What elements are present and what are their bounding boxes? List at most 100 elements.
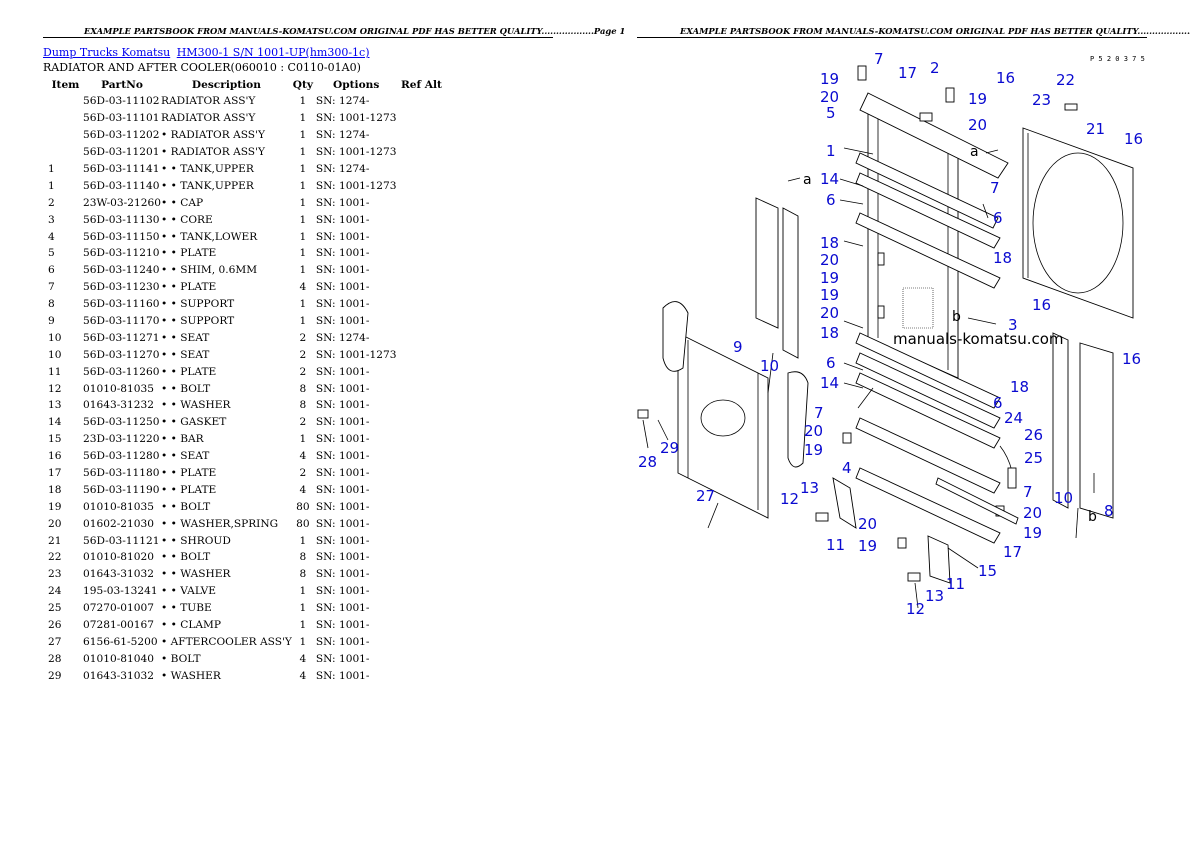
callout-number: 17 [898, 64, 917, 82]
cell-ref-alt [396, 532, 446, 549]
cell-qty: 1 [299, 534, 307, 547]
cell-partno: 56D-03-11202 [83, 129, 160, 142]
cell-qty: 1 [299, 264, 307, 277]
page2-header: EXAMPLE PARTSBOOK FROM MANUALS-KOMATSU.C… [680, 26, 1190, 36]
callout-number: 19 [1023, 524, 1042, 542]
breadcrumb-link-dump-trucks[interactable]: Dump Trucks Komatsu [43, 46, 171, 59]
cell-item: 4 [48, 230, 55, 243]
cell-description: • • SUPPORT [161, 315, 235, 328]
cell-partno: 23D-03-11220 [83, 433, 160, 446]
col-header-ref-alt: Ref Alt [401, 79, 442, 91]
cell-ref-alt [396, 667, 446, 684]
callout-number: 18 [993, 249, 1012, 267]
page1-header: EXAMPLE PARTSBOOK FROM MANUALS-KOMATSU.C… [84, 26, 626, 36]
parts-table-header: Item PartNo Description Qty Options Ref … [43, 77, 446, 93]
callout-number: 8 [1104, 502, 1114, 520]
col-header-partno: PartNo [101, 79, 143, 91]
cell-qty: 1 [299, 247, 307, 260]
cell-partno: 01010-81020 [83, 551, 154, 564]
cell-description: • • PLATE [161, 467, 217, 480]
cell-options: SN: 1001- [315, 635, 370, 648]
cell-qty: 80 [296, 517, 310, 530]
callout-number: 21 [1086, 120, 1105, 138]
cell-ref-alt [396, 346, 446, 363]
callout-number: 16 [996, 69, 1015, 87]
callout-number: 14 [820, 170, 839, 188]
cell-partno: 01010-81035 [83, 382, 154, 395]
cell-options: SN: 1001- [315, 281, 370, 294]
cell-options: SN: 1274- [315, 331, 370, 344]
callout-number: 19 [968, 90, 987, 108]
cell-options: SN: 1001- [315, 213, 370, 226]
svg-text:b: b [952, 309, 961, 325]
cell-ref-alt [396, 465, 446, 482]
cell-item: 15 [48, 433, 62, 446]
breadcrumb-link-model[interactable]: HM300-1 S/N 1001-UP(hm300-1c) [176, 46, 370, 59]
cell-options: SN: 1001- [315, 450, 370, 463]
cell-description: • BOLT [161, 652, 201, 665]
cell-description: RADIATOR ASS'Y [161, 112, 256, 125]
cell-qty: 1 [299, 179, 307, 192]
cell-ref-alt [396, 245, 446, 262]
cell-qty: 4 [299, 450, 307, 463]
cell-item: 19 [48, 500, 62, 513]
cell-qty: 1 [299, 619, 307, 632]
cell-partno: 56D-03-11190 [83, 483, 160, 496]
cell-item: 22 [48, 551, 62, 564]
cell-description: • AFTERCOOLER ASS'Y [161, 635, 292, 648]
cell-qty: 4 [299, 652, 307, 665]
cell-options: SN: 1001- [315, 619, 370, 632]
cell-description: • • WASHER [161, 399, 231, 412]
cell-ref-alt [396, 228, 446, 245]
cell-options: SN: 1001- [315, 264, 370, 277]
cell-partno: 56D-03-11201 [83, 146, 160, 159]
callout-number: 10 [760, 357, 779, 375]
cell-ref-alt [396, 431, 446, 448]
callout-number: 28 [638, 453, 657, 471]
cell-ref-alt [396, 194, 446, 211]
cell-partno: 23W-03-21260 [83, 196, 161, 209]
cell-description: • • PLATE [161, 365, 217, 378]
cell-qty: 8 [299, 568, 307, 581]
col-header-qty: Qty [292, 79, 314, 91]
svg-text:b: b [1088, 509, 1097, 525]
cell-item: 26 [48, 619, 62, 632]
callout-number: 16 [1122, 350, 1141, 368]
cell-options: SN: 1001- [315, 467, 370, 480]
callout-number: 19 [804, 441, 823, 459]
callout-number: 12 [780, 490, 799, 508]
callout-number: 16 [1032, 296, 1051, 314]
cell-options: SN: 1001-1273 [315, 348, 397, 361]
cell-description: • • PLATE [161, 281, 217, 294]
cell-description: RADIATOR ASS'Y [161, 95, 256, 108]
callout-number: 14 [820, 374, 839, 392]
radiator-core-drawing [855, 92, 1009, 544]
cell-partno: 56D-03-11271 [83, 331, 160, 344]
cell-ref-alt [396, 296, 446, 313]
callout-number: 25 [1024, 449, 1043, 467]
cell-item: 1 [48, 163, 55, 175]
callout-number: 1 [826, 142, 836, 160]
cell-partno: 01643-31032 [83, 568, 154, 581]
view-letters: a a b b [787, 144, 1097, 525]
callout-number: 3 [1008, 316, 1018, 334]
cell-options: SN: 1274- [315, 95, 370, 108]
aftercooler-drawing [662, 301, 809, 519]
cell-description: • • SUPPORT [161, 298, 235, 311]
cell-partno: 56D-03-11130 [83, 213, 160, 226]
cell-partno: 56D-03-11210 [83, 247, 160, 260]
drawing-code: P 5 2 0 3 7 5 [1090, 55, 1145, 63]
col-header-description: Description [191, 79, 261, 91]
cell-partno: 56D-03-11230 [83, 281, 160, 294]
cell-qty: 8 [299, 551, 307, 564]
cell-item: 29 [48, 669, 62, 682]
